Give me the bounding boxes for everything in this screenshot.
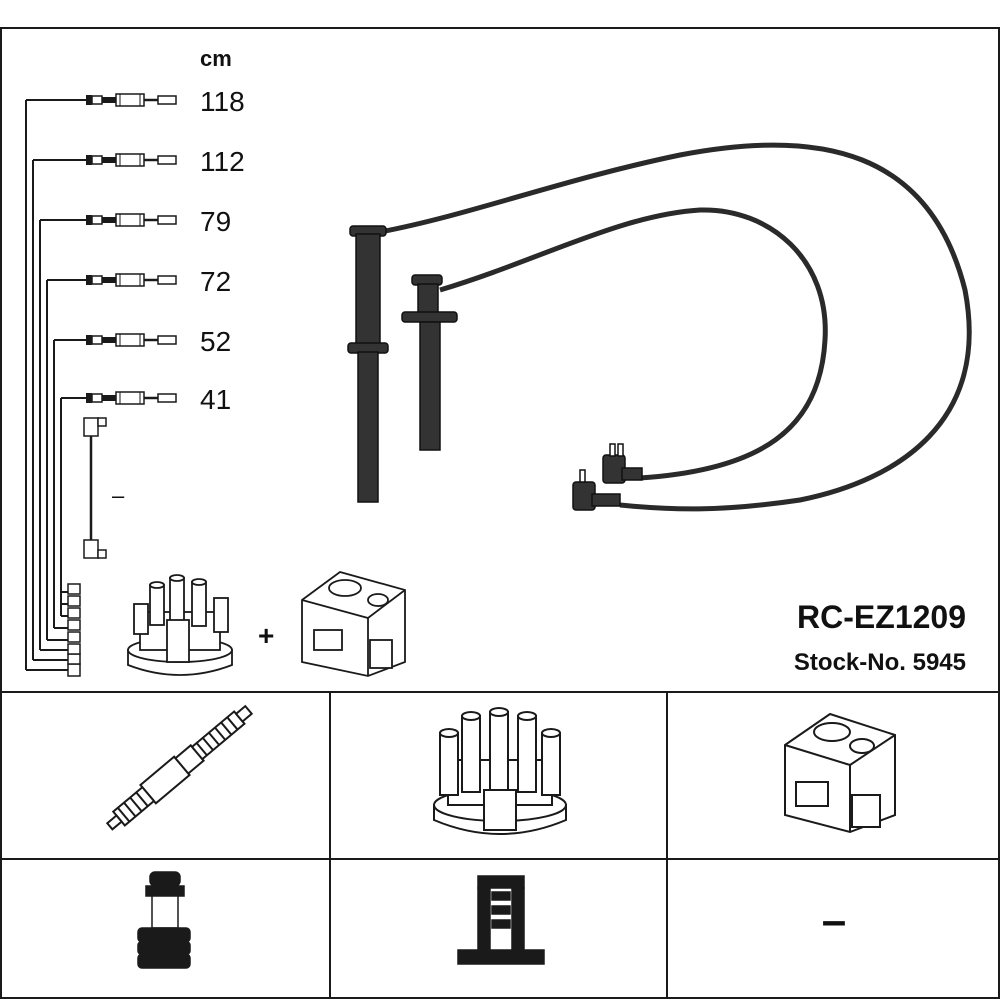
spark-plug-icon [105,704,254,831]
cable-row: 41 [61,384,231,415]
cable-length-label: 72 [200,266,231,297]
cable-row: 52 [54,326,231,357]
ignition-coil-small [301,571,406,677]
outer-frame [0,27,1000,999]
cable-row: 72 [47,266,231,297]
terminal-stack [67,583,81,677]
cable-length-label: 79 [200,206,231,237]
cap-connector-icon [457,875,545,965]
coil-lead-schematic [83,417,107,559]
spark-plug-boot-long [347,225,389,503]
cable-rows: 118 112 79 72 52 41 [26,86,245,415]
distributor-cap-small [127,574,233,676]
cable-length-label: 52 [200,326,231,357]
coil-connector-dash: – [822,896,846,945]
coil-lead-length: – [112,483,125,508]
plus-sign: + [258,620,274,651]
unit-label: cm [200,46,232,71]
cable-schematic-list [25,100,68,671]
spark-plug-boot-short [401,274,458,451]
distributor-cap-icon [433,707,567,835]
ignition-cable-set [379,142,972,512]
cable-row: 118 [26,86,245,117]
ignition-coil-icon [784,712,896,834]
stock-number: Stock-No. 5945 [794,649,966,676]
cable-length-label: 112 [200,146,245,177]
cable-row: 112 [33,146,245,177]
part-code: RC-EZ1209 [797,599,966,635]
cable-length-label: 118 [200,86,245,117]
cable-row: 79 [40,206,231,237]
cable-length-label: 41 [200,384,231,415]
plug-connector-icon [137,871,191,969]
coil-connector-boots [572,443,643,511]
